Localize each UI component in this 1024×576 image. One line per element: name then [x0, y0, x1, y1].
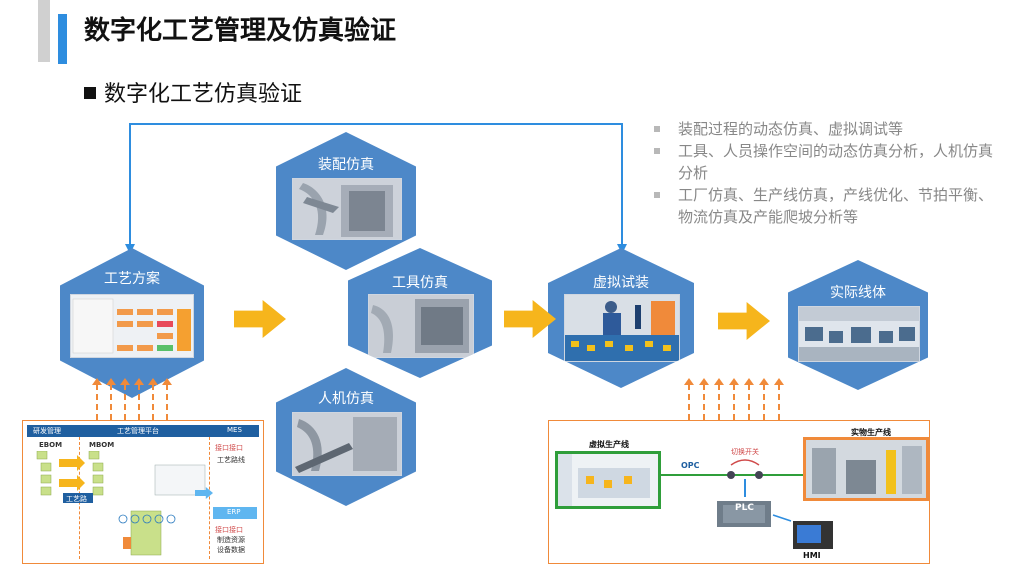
- mbom-label: MBOM: [89, 441, 115, 449]
- hex-label: 虚拟试装: [593, 275, 649, 291]
- process-plan-thumbnail: [70, 294, 194, 358]
- dashed-up-arrow: [120, 378, 130, 420]
- assembly-sim-thumbnail: [292, 178, 402, 240]
- header-cell: 研发管理: [33, 427, 61, 435]
- opc-label: OPC: [681, 461, 700, 470]
- section-subtitle: 数字化工艺仿真验证: [84, 76, 302, 108]
- panel-header: 研发管理 工艺管理平台 MES: [27, 425, 259, 437]
- title-accent-grey: [38, 0, 50, 62]
- dashed-up-arrow: [759, 378, 769, 420]
- dashed-up-arrow: [774, 378, 784, 420]
- hmi-label: HMI: [803, 551, 821, 560]
- header-cell: MES: [227, 426, 242, 434]
- hex-label: 装配仿真: [318, 157, 374, 173]
- api-bottom-item: 设备数据: [217, 546, 245, 554]
- header-cell: 工艺管理平台: [117, 427, 159, 435]
- bullet-item: 工厂仿真、生产线仿真，产线优化、节拍平衡、物流仿真及产能爬坡分析等: [650, 184, 995, 228]
- hex-actual-line[interactable]: 实际线体: [788, 260, 928, 390]
- virtual-line-screen: [555, 451, 661, 509]
- switch-label: 切换开关: [731, 448, 759, 456]
- bullet-list: 装配过程的动态仿真、虚拟调试等 工具、人员操作空间的动态仿真分析，人机仿真分析 …: [650, 118, 995, 228]
- ebom-label: EBOM: [39, 441, 63, 449]
- dashed-up-arrow: [729, 378, 739, 420]
- dashed-up-arrow: [699, 378, 709, 420]
- plc-label: PLC: [735, 503, 754, 513]
- real-line-photo: [803, 437, 929, 501]
- dashed-up-arrow: [162, 378, 172, 420]
- process-platform-panel: 研发管理 工艺管理平台 MES EBOM MBOM 工艺路线 接口接口 工艺路线…: [22, 420, 264, 564]
- page-title: 数字化工艺管理及仿真验证: [84, 16, 397, 46]
- hex-process-plan[interactable]: 工艺方案: [60, 248, 204, 398]
- virtual-trial-thumbnail: [564, 294, 680, 362]
- dashed-up-arrow: [714, 378, 724, 420]
- dashed-up-arrow: [744, 378, 754, 420]
- api-top-label: 接口接口: [215, 444, 243, 452]
- subtitle-text: 数字化工艺仿真验证: [104, 82, 303, 107]
- plc-network-graphic: [661, 459, 833, 549]
- hex-label: 人机仿真: [318, 391, 374, 407]
- process-input-chip: 工艺路线: [63, 493, 93, 513]
- dashed-up-arrow: [684, 378, 694, 420]
- dashed-up-arrow: [148, 378, 158, 420]
- real-line-label: 实物生产线: [851, 428, 891, 437]
- virtual-commissioning-panel: 虚拟生产线 实物生产线 OPC 切换开关 PLC HMI: [548, 420, 930, 564]
- title-accent-blue: [58, 14, 67, 64]
- hex-label: 工具仿真: [392, 275, 448, 291]
- hex-label: 工艺方案: [104, 271, 160, 287]
- hex-label: 实际线体: [830, 285, 886, 301]
- hex-ergonomics-sim[interactable]: 人机仿真: [276, 368, 416, 506]
- dashed-up-arrow: [92, 378, 102, 420]
- bullet-item: 装配过程的动态仿真、虚拟调试等: [650, 118, 995, 140]
- bom-tree-graphic: [36, 451, 206, 556]
- api-bottom-label: 接口接口: [215, 526, 243, 534]
- square-bullet-icon: [84, 87, 96, 99]
- hex-virtual-trial[interactable]: 虚拟试装: [548, 248, 694, 388]
- bullet-item: 工具、人员操作空间的动态仿真分析，人机仿真分析: [650, 140, 995, 184]
- dashed-up-arrow: [106, 378, 116, 420]
- actual-line-thumbnail: [798, 306, 920, 362]
- tool-sim-thumbnail: [368, 294, 474, 358]
- column-divider: [209, 437, 210, 559]
- api-bottom-item: 制造资源: [217, 536, 245, 544]
- hex-assembly-sim[interactable]: 装配仿真: [276, 132, 416, 270]
- dashed-up-arrow: [134, 378, 144, 420]
- ergonomics-sim-thumbnail: [292, 412, 402, 476]
- erp-chip: ERP: [213, 507, 257, 519]
- erp-arrow-icon: [195, 487, 213, 499]
- virtual-line-label: 虚拟生产线: [589, 440, 629, 449]
- api-top-item: 工艺路线: [217, 456, 245, 464]
